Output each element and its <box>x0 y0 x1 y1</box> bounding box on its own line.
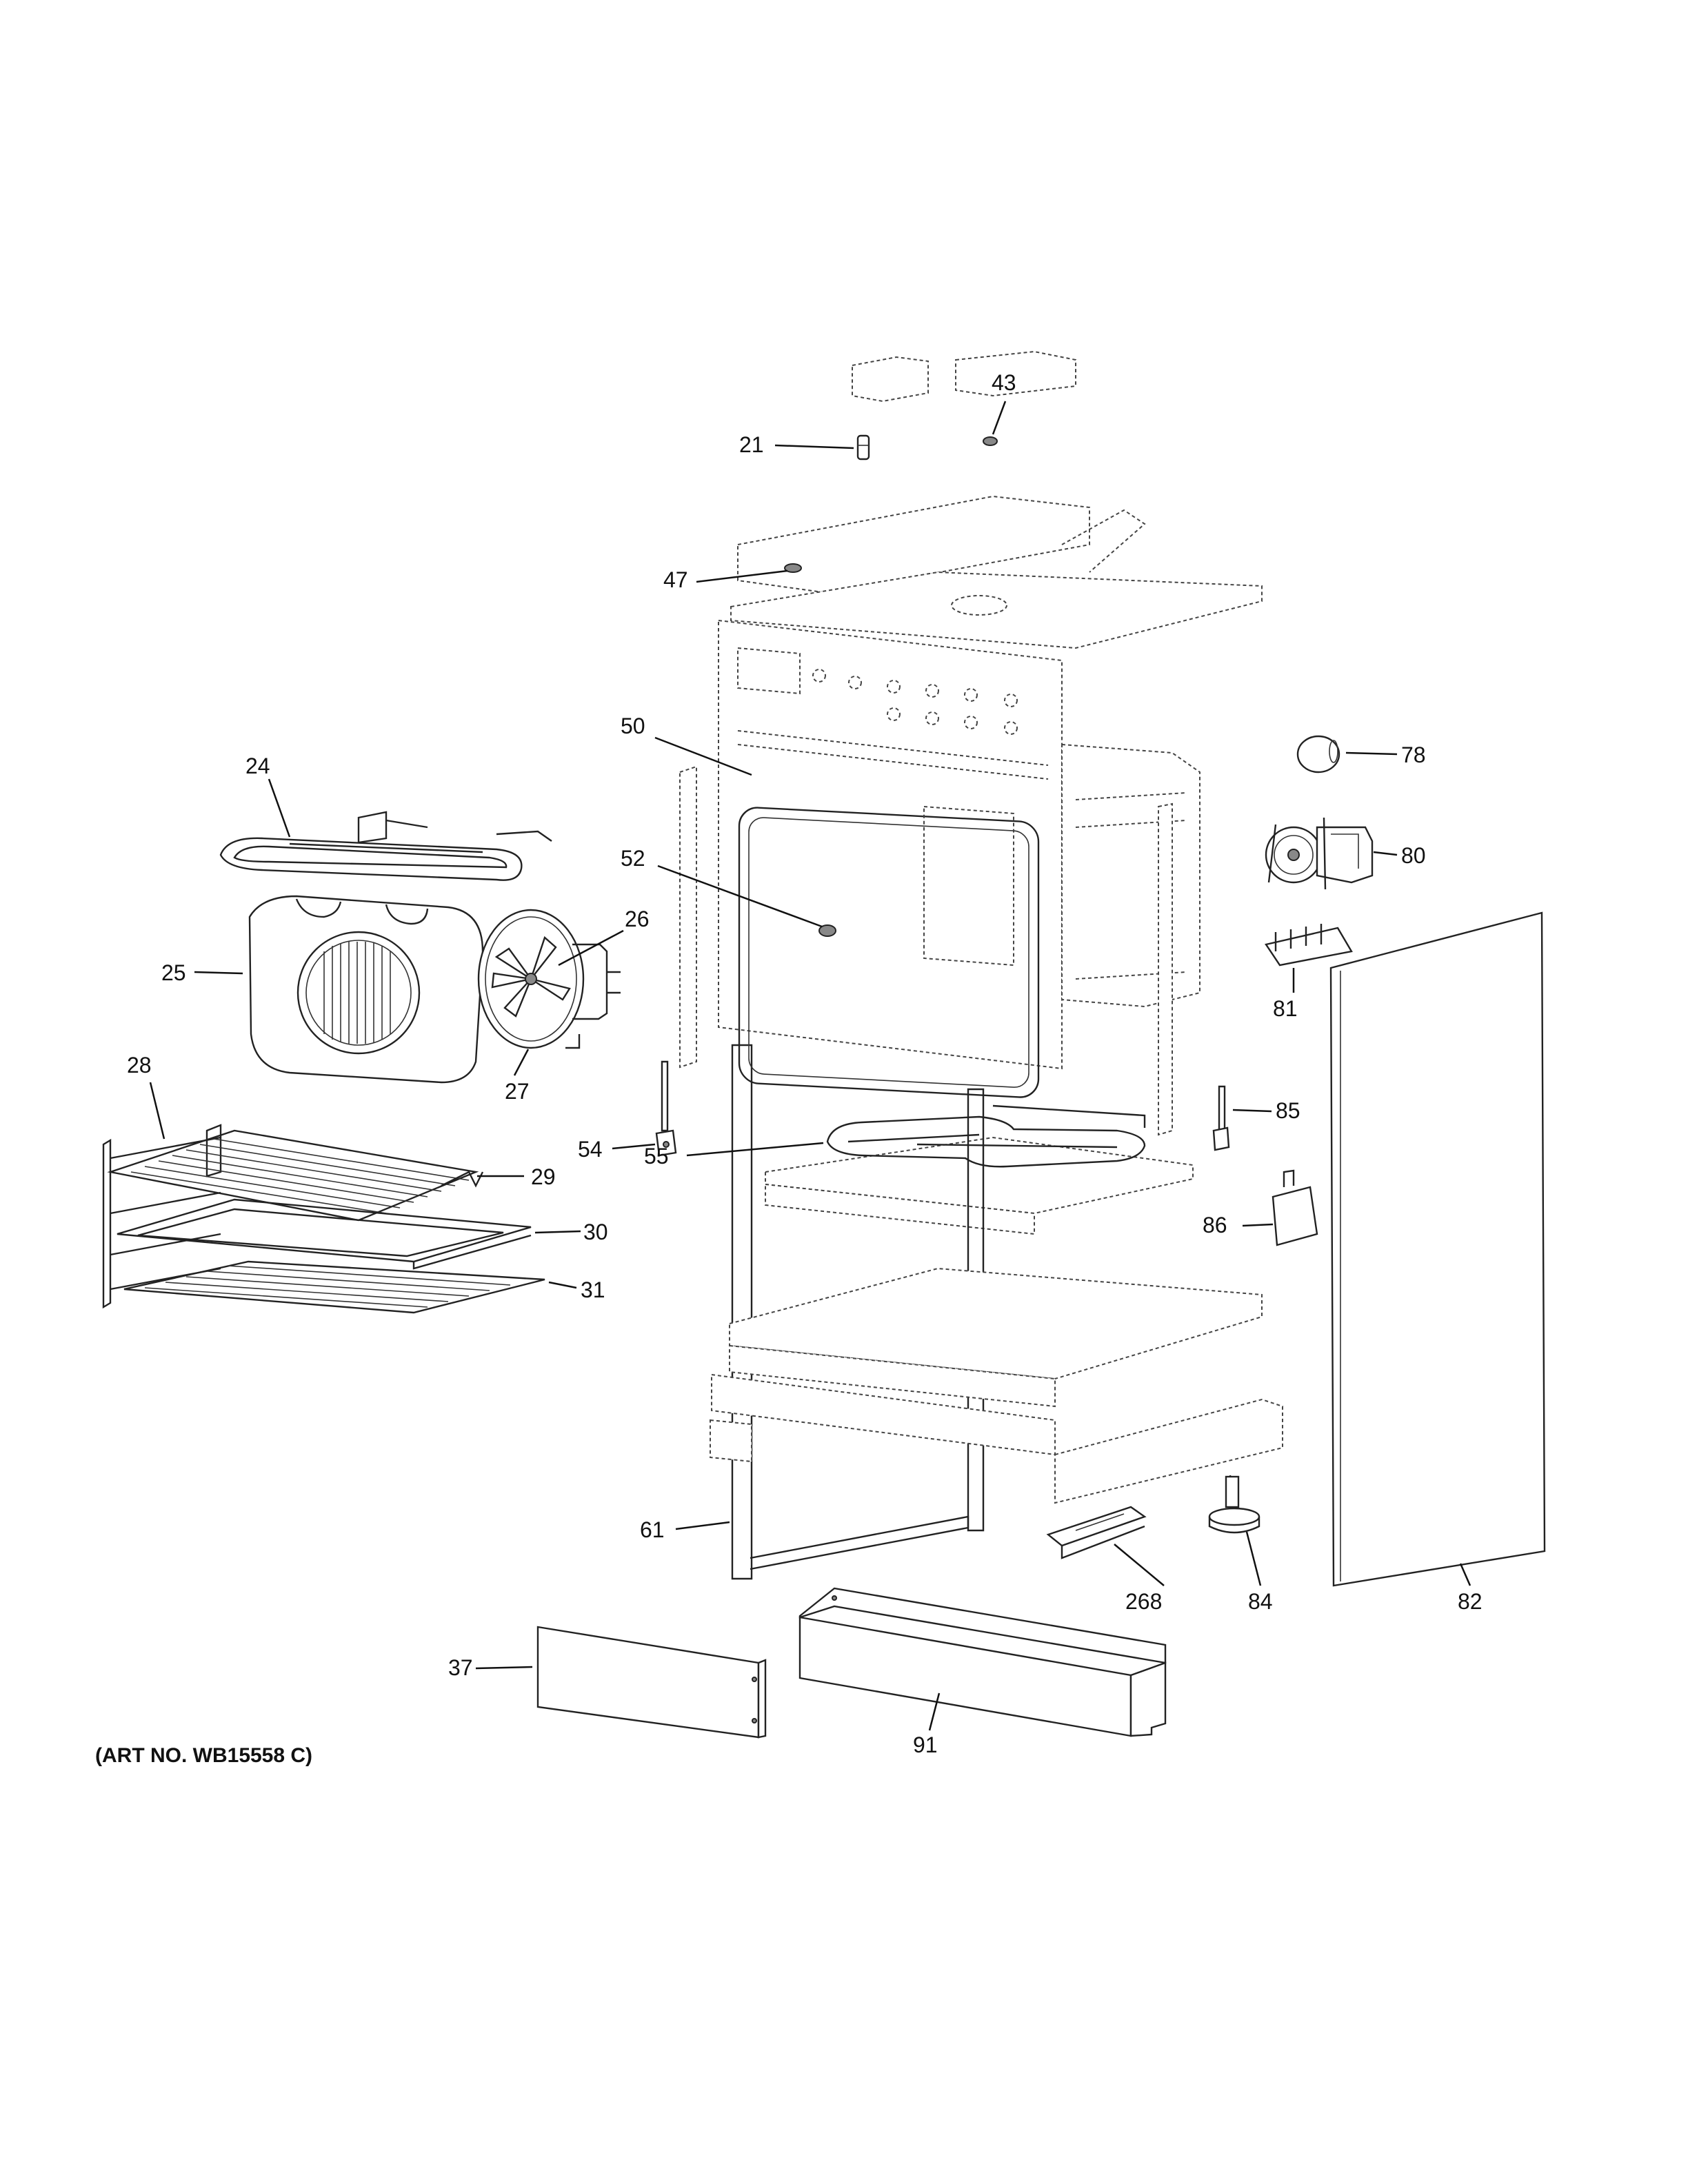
top-clip-43 <box>983 436 998 446</box>
callout-37: 37 <box>448 1655 473 1680</box>
leveling-leg <box>1208 1475 1260 1534</box>
callout-27: 27 <box>505 1079 530 1104</box>
oven-light-bulb <box>1296 735 1340 774</box>
callout-91: 91 <box>913 1732 938 1757</box>
oven-door-gasket <box>738 805 1040 1098</box>
callout-30: 30 <box>583 1220 608 1244</box>
callout-21: 21 <box>739 432 764 457</box>
bake-element <box>826 1104 1146 1168</box>
callout-labels: 21 43 47 50 52 24 25 26 27 28 29 30 31 5… <box>127 370 1483 1757</box>
oven-rack-31 <box>123 1260 545 1314</box>
callout-82: 82 <box>1458 1589 1483 1614</box>
art-number: (ART NO. WB15558 C) <box>95 1744 312 1767</box>
bottom-trim <box>798 1587 1167 1737</box>
callout-85: 85 <box>1276 1098 1300 1123</box>
callout-84: 84 <box>1248 1589 1273 1614</box>
callout-86: 86 <box>1203 1213 1227 1237</box>
callout-28: 28 <box>127 1053 152 1078</box>
side-panel <box>1329 911 1546 1587</box>
top-grommet-47 <box>784 563 802 573</box>
callout-24: 24 <box>245 754 270 778</box>
oven-rack-30 <box>117 1198 532 1270</box>
temperature-sensor-54 <box>655 1060 677 1157</box>
convection-fan-blade <box>477 909 585 1049</box>
temperature-sensor-85 <box>1212 1085 1230 1151</box>
callout-54: 54 <box>578 1137 603 1162</box>
callout-78: 78 <box>1401 742 1426 767</box>
callout-81: 81 <box>1273 996 1298 1021</box>
cooling-fan-motor <box>1265 817 1374 890</box>
callout-61: 61 <box>640 1517 665 1542</box>
callout-55: 55 <box>644 1144 669 1169</box>
callout-29: 29 <box>531 1164 556 1189</box>
callout-47: 47 <box>663 567 688 592</box>
convection-element <box>565 943 621 1049</box>
oven-rack-29 <box>107 1129 484 1222</box>
callout-43: 43 <box>992 370 1016 395</box>
convection-fan-cover <box>248 895 484 1084</box>
broil-element <box>219 811 552 881</box>
callout-26: 26 <box>625 907 650 931</box>
callout-52: 52 <box>621 846 645 871</box>
kick-panel <box>536 1626 767 1739</box>
leader-lines <box>149 401 1471 1731</box>
callout-268: 268 <box>1125 1589 1162 1614</box>
door-lock-switch <box>1272 1169 1318 1246</box>
callout-31: 31 <box>581 1277 605 1302</box>
top-fastener-21 <box>856 434 870 461</box>
callout-50: 50 <box>621 714 645 738</box>
rack-support-left <box>102 1124 222 1309</box>
terminal-block <box>1265 924 1353 967</box>
anti-tip-bracket <box>1046 1506 1147 1559</box>
oven-light-socket <box>818 924 836 937</box>
callout-25: 25 <box>161 960 186 985</box>
cabinet-frame <box>679 350 1283 1580</box>
callout-80: 80 <box>1401 843 1426 868</box>
